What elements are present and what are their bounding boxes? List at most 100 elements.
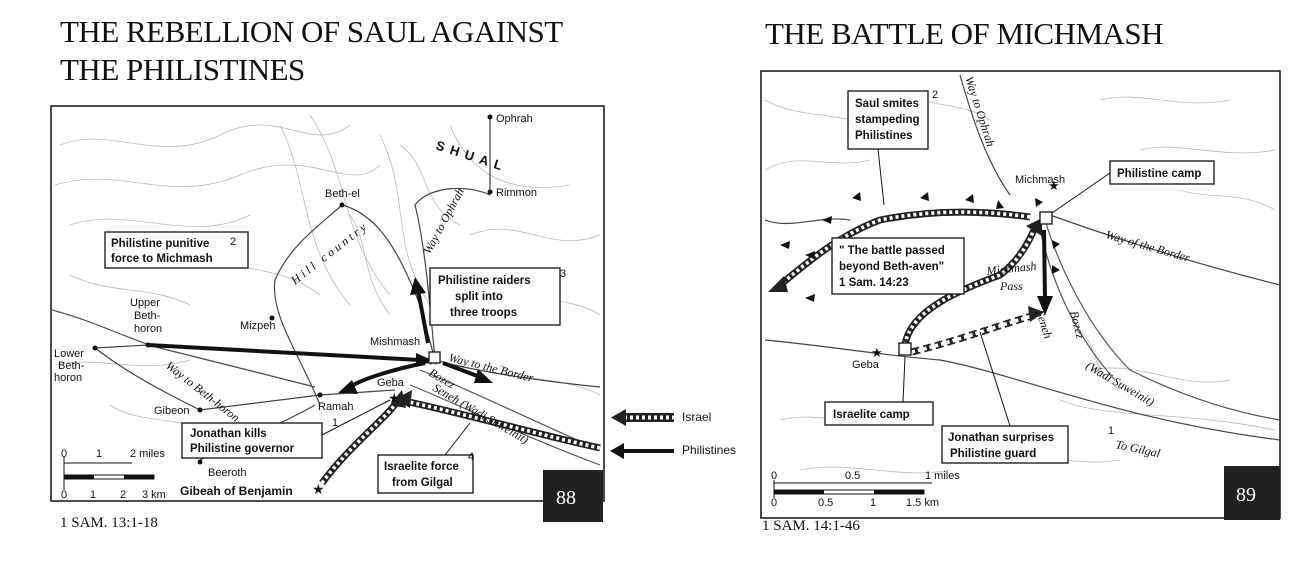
right-map-title: THE BATTLE OF MICHMASH — [765, 16, 1164, 51]
right-map-reference: 1 SAM. 14:1-46 — [762, 518, 860, 534]
right-map-badge — [1224, 466, 1280, 520]
callout-punitive — [104, 231, 249, 269]
scale-r-bottom-2: 1 — [870, 497, 876, 509]
star-michmash: ★ — [1048, 178, 1060, 193]
callout-quote-line2: beyond Beth-aven" — [839, 261, 944, 273]
scale-top-2: 2 miles — [130, 448, 165, 460]
route-michmash-pass-1: Michmash — [985, 259, 1037, 278]
place-geba: Geba — [377, 377, 405, 389]
place-mishmash: Mishmash — [370, 336, 420, 348]
left-map-reference: 1 SAM. 13:1-18 — [60, 515, 158, 531]
place-bethel: Beth-el — [325, 188, 360, 200]
callout-saul-line2: stampeding — [855, 114, 920, 126]
callout-punitive-line1: Philistine punitive — [111, 238, 209, 250]
place-lower-bethhoron-2: Beth- — [58, 360, 85, 372]
israel-route-jonathan-upper — [903, 224, 1038, 346]
marker-2: 2 — [230, 236, 236, 248]
legend — [610, 409, 674, 459]
scale-r-bottom-3: 1.5 km — [906, 497, 939, 509]
place-ramah: Ramah — [318, 401, 353, 413]
scale-r-top-1: 0.5 — [845, 470, 860, 482]
marker-3: 3 — [560, 268, 566, 280]
israel-route-jonathan-lower — [911, 313, 1036, 354]
philistine-camp-marker-right — [1039, 211, 1053, 225]
right-map: ★ Michmash ★ Geba Way to Ophrah Way of t… — [760, 70, 1281, 520]
marker-1-right: 1 — [1108, 425, 1114, 437]
philistine-route-down — [1042, 229, 1047, 301]
marker-4: 4 — [468, 451, 474, 463]
scale-bottom-3: 3 km — [142, 489, 166, 501]
callout-quote-line1: " The battle passed — [839, 245, 945, 257]
callout-philistine-camp — [1109, 160, 1215, 185]
place-lower-bethhoron-1: Lower — [54, 348, 84, 360]
scale-r-bottom-0: 0 — [771, 497, 777, 509]
philistine-route-upper-bethhoron — [147, 343, 421, 362]
place-geba-right: Geba — [852, 359, 880, 371]
left-map-title-line2: THE PHILISTINES — [60, 52, 305, 87]
place-gibeah: Gibeah of Benjamin — [180, 484, 293, 498]
callout-saul-line1: Saul smites — [855, 98, 919, 110]
callout-jonathan-line2: Philistine governor — [190, 443, 295, 455]
scale-bottom-1: 1 — [90, 489, 96, 501]
callout-philistine-camp-text: Philistine camp — [1117, 168, 1201, 180]
israelite-camp-marker — [898, 342, 912, 356]
callout-jonathan-right — [941, 425, 1069, 464]
star-gibeah: ★ — [312, 481, 325, 497]
place-gibeon: Gibeon — [154, 405, 189, 417]
callout-israelite-line1: Israelite force — [384, 461, 459, 473]
route-bozez-right: Bozez — [1067, 309, 1087, 340]
left-map: Ophrah Rimmon Beth-el Upper Beth- horon … — [50, 105, 605, 522]
scale-top-1: 1 — [96, 448, 102, 460]
philistine-camp-marker — [428, 351, 441, 364]
legend-philistines-label: Philistines — [682, 443, 737, 457]
callout-israelite-line2: from Gilgal — [392, 477, 453, 489]
callout-israelite-camp — [824, 401, 934, 426]
callout-saul-line3: Philistines — [855, 130, 913, 142]
callout-raiders — [429, 267, 561, 326]
left-scale-bar: 0 1 2 miles 0 1 2 3 km — [61, 448, 166, 501]
callout-jonathan — [181, 422, 323, 459]
place-upper-bethhoron-2: Beth- — [134, 310, 161, 322]
scatter-arrows — [780, 192, 1060, 302]
scale-r-bottom-1: 0.5 — [818, 497, 833, 509]
scale-bottom-0: 0 — [61, 489, 67, 501]
legend-philistines-icon — [610, 443, 624, 459]
philistine-route-east — [442, 361, 481, 379]
callout-punitive-line2: force to Michmash — [111, 253, 213, 265]
callout-quote — [831, 237, 965, 295]
philistine-route-north — [416, 289, 430, 344]
left-map-badge-number: 88 — [556, 487, 576, 509]
marker-1: 1 — [332, 417, 338, 429]
right-map-badge-number: 89 — [1236, 484, 1256, 506]
callout-raiders-line1: Philistine raiders — [438, 275, 531, 287]
israel-route-stampede — [778, 210, 1031, 287]
scale-bottom-2: 2 — [120, 489, 126, 501]
legend-israel-label: Israel — [682, 410, 712, 424]
callout-quote-line3: 1 Sam. 14:23 — [839, 277, 909, 289]
callout-jonathan-right-line2: Philistine guard — [950, 448, 1036, 460]
callout-raiders-line2: split into — [455, 291, 503, 303]
callout-jonathan-right-line1: Jonathan surprises — [948, 432, 1054, 444]
place-ophrah: Ophrah — [496, 113, 533, 125]
callout-saul — [847, 90, 929, 150]
place-beeroth: Beeroth — [208, 467, 247, 479]
place-mizpeh: Mizpeh — [240, 320, 275, 332]
star-geba-right: ★ — [871, 345, 883, 360]
callout-israelite-camp-text: Israelite camp — [833, 409, 910, 421]
callout-jonathan-line1: Jonathan kills — [190, 428, 267, 440]
scale-r-top-2: 1 miles — [925, 470, 960, 482]
right-scale-bar: 0 0.5 1 miles 0 0.5 1 1.5 km — [771, 470, 960, 509]
route-michmash-pass-2: Pass — [999, 279, 1023, 293]
callout-israelite — [377, 454, 474, 494]
place-upper-bethhoron-3: horon — [134, 323, 162, 335]
israel-route-gibeah — [320, 399, 400, 485]
scale-top-0: 0 — [61, 448, 67, 460]
star-geba: ★ — [388, 390, 401, 406]
legend-israel-icon — [611, 409, 626, 426]
place-upper-bethhoron-1: Upper — [130, 297, 160, 309]
place-rimmon: Rimmon — [496, 187, 537, 199]
place-michmash: Michmash — [1015, 174, 1065, 186]
scale-r-top-0: 0 — [771, 470, 777, 482]
callout-raiders-line3: three troops — [450, 307, 517, 319]
marker-2-right: 2 — [932, 89, 938, 101]
